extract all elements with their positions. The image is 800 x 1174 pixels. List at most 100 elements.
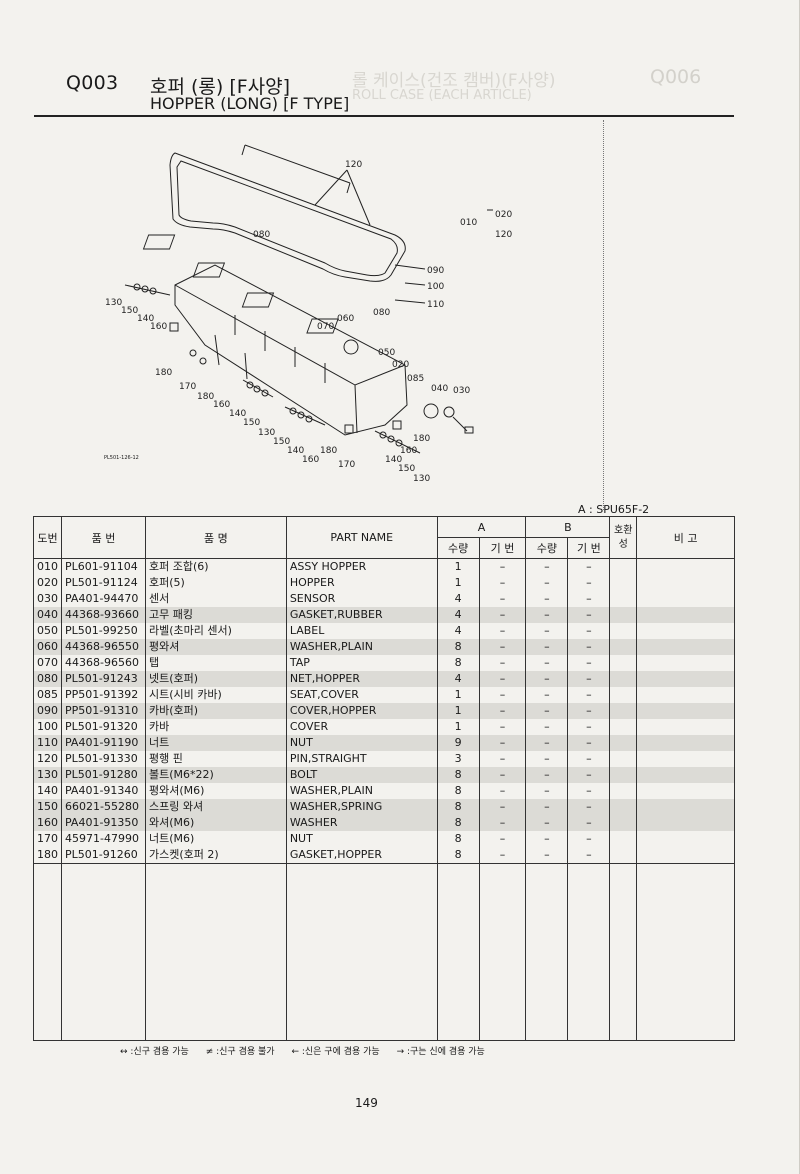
- callout-label: 170: [179, 382, 196, 392]
- cell-part-name: WASHER: [285, 815, 438, 831]
- cell-name-ko: 카바(호퍼): [144, 703, 287, 719]
- callout-label: 140: [385, 455, 402, 465]
- cell-remarks: [636, 671, 735, 687]
- empty-cell: [478, 976, 527, 992]
- empty-cell: [61, 1024, 146, 1041]
- cell-compat: [609, 671, 638, 687]
- cell-part-name: TAP: [285, 655, 438, 671]
- cell-qty-a: 8: [436, 767, 480, 783]
- empty-cell: [33, 896, 62, 912]
- legend-item: ↔ :신구 겸용 가능: [120, 1047, 189, 1057]
- cell-base-a: –: [478, 655, 527, 671]
- empty-cell: [636, 1024, 735, 1041]
- callout-label: 020: [392, 360, 409, 370]
- header-qty-a: 수량: [436, 537, 480, 559]
- cell-part-no: PA401-94470: [61, 591, 146, 607]
- header-remarks: 비 고: [636, 516, 735, 559]
- cell-name-ko: 너트(M6): [144, 831, 287, 847]
- exploded-parts-diagram: 120 010 020 120 080 090 100 110 130 150 …: [105, 144, 512, 484]
- empty-cell: [144, 1024, 287, 1041]
- empty-cell: [567, 1024, 611, 1041]
- empty-cell: [525, 863, 569, 880]
- cell-part-name: ASSY HOPPER: [285, 558, 438, 575]
- cell-compat: [609, 847, 638, 864]
- callout-label: 150: [273, 437, 290, 447]
- cell-compat: [609, 735, 638, 751]
- cell-compat: [609, 831, 638, 847]
- empty-cell: [567, 992, 611, 1008]
- callout-label: 180: [413, 434, 430, 444]
- empty-cell: [144, 912, 287, 928]
- cell-part-name: BOLT: [285, 767, 438, 783]
- empty-cell: [436, 896, 480, 912]
- cell-qty-b: –: [525, 783, 569, 799]
- cell-base-b: –: [567, 847, 611, 864]
- cell-compat: [609, 815, 638, 831]
- callout-label: 150: [398, 464, 415, 474]
- empty-cell: [285, 1024, 438, 1041]
- cell-part-name: NUT: [285, 735, 438, 751]
- cell-qty-a: 8: [436, 783, 480, 799]
- empty-cell: [609, 976, 638, 992]
- cell-base-a: –: [478, 623, 527, 639]
- empty-cell: [436, 992, 480, 1008]
- cell-compat: [609, 607, 638, 623]
- callout-label: 130: [105, 298, 122, 308]
- cell-qty-a: 1: [436, 719, 480, 735]
- callout-label: 030: [453, 386, 470, 396]
- empty-cell: [609, 896, 638, 912]
- cell-base-a: –: [478, 575, 527, 591]
- empty-cell: [525, 1008, 569, 1024]
- empty-cell: [33, 912, 62, 928]
- empty-cell: [285, 880, 438, 896]
- callout-label: 020: [495, 210, 512, 220]
- empty-cell: [285, 992, 438, 1008]
- dotted-separator: [603, 120, 604, 510]
- hopper-net-shape: [142, 234, 176, 250]
- empty-cell: [636, 880, 735, 896]
- empty-row: [33, 928, 735, 944]
- cell-base-b: –: [567, 687, 611, 703]
- cell-ref: 050: [33, 623, 62, 639]
- section-code: Q003: [66, 72, 119, 94]
- callout-label: 140: [287, 446, 304, 456]
- cell-part-no: PL501-91260: [61, 847, 146, 864]
- cell-qty-b: –: [525, 655, 569, 671]
- callout-label: 160: [400, 446, 417, 456]
- cell-base-b: –: [567, 735, 611, 751]
- cell-base-b: –: [567, 671, 611, 687]
- cell-base-a: –: [478, 591, 527, 607]
- empty-cell: [636, 992, 735, 1008]
- cell-base-a: –: [478, 607, 527, 623]
- cell-base-b: –: [567, 623, 611, 639]
- empty-cell: [636, 944, 735, 960]
- cell-remarks: [636, 558, 735, 575]
- sensor-shape: [343, 339, 359, 355]
- cell-part-name: NET,HOPPER: [285, 671, 438, 687]
- cell-part-name: COVER: [285, 719, 438, 735]
- callout-label: 085: [407, 374, 424, 384]
- cell-part-no: PL501-91280: [61, 767, 146, 783]
- cell-qty-a: 8: [436, 799, 480, 815]
- cell-ref: 040: [33, 607, 62, 623]
- empty-cell: [144, 1008, 287, 1024]
- cell-qty-a: 9: [436, 735, 480, 751]
- cell-base-a: –: [478, 815, 527, 831]
- empty-cell: [525, 912, 569, 928]
- cell-remarks: [636, 639, 735, 655]
- empty-cell: [567, 976, 611, 992]
- cell-base-b: –: [567, 751, 611, 767]
- cell-part-no: 45971-47990: [61, 831, 146, 847]
- cell-base-b: –: [567, 783, 611, 799]
- cell-compat: [609, 703, 638, 719]
- callout-label: 180: [197, 392, 214, 402]
- empty-cell: [33, 1024, 62, 1041]
- empty-cell: [609, 863, 638, 880]
- empty-cell: [285, 863, 438, 880]
- empty-cell: [33, 992, 62, 1008]
